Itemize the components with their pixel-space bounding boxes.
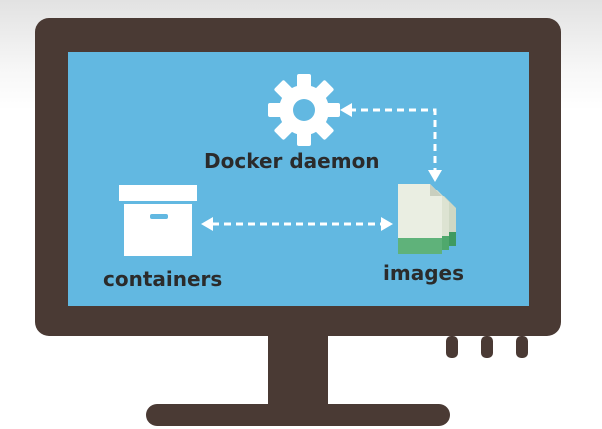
gear-icon [268, 74, 340, 146]
arrowhead-images-left [381, 217, 393, 231]
arrowhead-daemon [340, 103, 352, 117]
images-label: images [383, 261, 464, 285]
document-stack-icon [398, 184, 456, 254]
containers-label: containers [103, 267, 223, 291]
arrowhead-containers [201, 217, 213, 231]
monitor-stand-neck [268, 336, 328, 410]
docker-daemon-label: Docker daemon [204, 149, 380, 173]
connector-daemon-images [349, 108, 437, 172]
monitor-buttons [446, 336, 528, 358]
arrowhead-images-top [428, 170, 442, 182]
monitor-stand-base [146, 404, 450, 426]
box-icon [119, 185, 197, 256]
